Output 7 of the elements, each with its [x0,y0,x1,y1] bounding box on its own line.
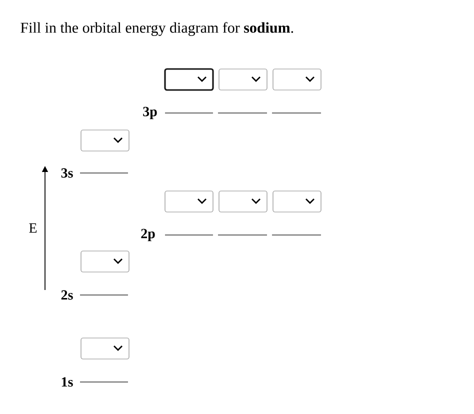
level-label: 2p [141,228,155,242]
level-label: 3s [61,168,73,178]
level-label: 1s [62,377,73,387]
level-label: E [29,223,37,233]
level-label: 3p [143,106,157,120]
level-label: 2s [61,290,73,300]
instruction-text: Fill in the orbital energy diagram for sodium. [20,22,294,36]
